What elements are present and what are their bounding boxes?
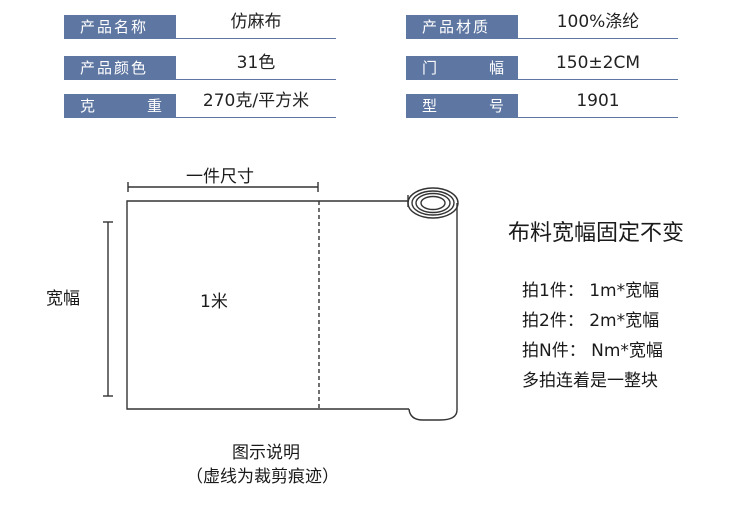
caption-line-1: 图示说明 [232, 443, 300, 463]
spec-value: 100%涤纶 [556, 12, 640, 32]
spec-value: 1901 [576, 91, 620, 111]
roll-end-ring [415, 192, 451, 214]
roll-body-side [408, 203, 458, 421]
spec-label: 克 重 [64, 94, 176, 118]
spec-label: 门 幅 [406, 56, 518, 80]
notes-line: 拍2件： 2m*宽幅 [522, 311, 660, 331]
notes-line: 拍1件： 1m*宽幅 [522, 281, 660, 301]
spec-label-char: 门 [422, 59, 438, 77]
spec-label: 型 号 [406, 94, 518, 118]
spec-value: 150±2CM [555, 53, 641, 73]
fabric-sheet-outline [126, 200, 409, 410]
spec-label-char: 克 [80, 97, 96, 115]
piece-size-label: 一件尺寸 [186, 167, 254, 187]
roll-end-ring-inner [420, 195, 446, 211]
spec-label-char: 幅 [488, 59, 504, 77]
spec-value: 31色 [236, 53, 276, 73]
spec-label-char: 重 [146, 97, 162, 115]
spec-label: 产品颜色 [64, 56, 176, 80]
spec-underline [518, 38, 678, 39]
spec-label: 产品材质 [406, 15, 518, 39]
roll-end-ring [411, 190, 455, 216]
spec-value: 270克/平方米 [202, 91, 310, 111]
notes-heading: 布料宽幅固定不变 [508, 221, 685, 246]
roll-end-ring-outer [407, 187, 459, 219]
spec-underline [518, 79, 678, 80]
spec-label-char: 号 [488, 97, 504, 115]
spec-value: 仿麻布 [230, 12, 282, 32]
width-label: 宽幅 [46, 289, 80, 309]
spec-label-char: 型 [422, 97, 438, 115]
spec-underline [176, 79, 336, 80]
caption-line-2: （虚线为裁剪痕迹） [186, 467, 339, 487]
notes-line: 拍N件： Nm*宽幅 [522, 341, 663, 361]
spec-label: 产品名称 [64, 15, 176, 39]
spec-underline [176, 117, 336, 118]
spec-underline [176, 38, 336, 39]
notes-line: 多拍连着是一整块 [522, 371, 658, 391]
length-label: 1米 [200, 292, 228, 312]
spec-underline [518, 117, 678, 118]
